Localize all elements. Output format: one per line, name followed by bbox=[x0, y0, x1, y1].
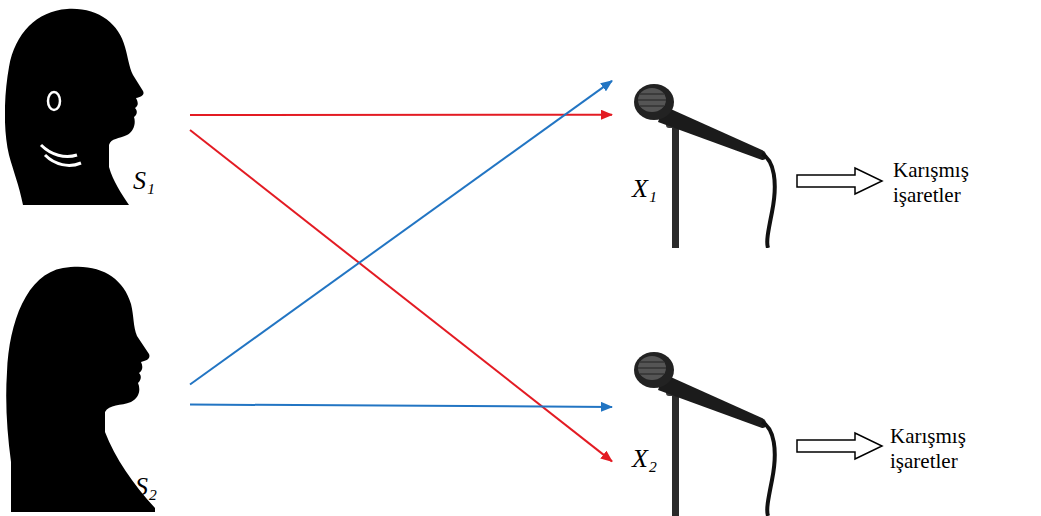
signal-path bbox=[190, 130, 612, 461]
speaker-source: S₂ bbox=[5, 262, 190, 512]
signal-name: S₁ bbox=[133, 168, 155, 194]
signal-path bbox=[190, 81, 612, 385]
microphone: X₂ bbox=[612, 340, 782, 516]
signal-path bbox=[190, 405, 612, 407]
output-label: Karışmış işaretler bbox=[890, 424, 1015, 474]
microphone-icon bbox=[612, 340, 782, 516]
woman-silhouette bbox=[5, 5, 155, 205]
signal-name: X₁ bbox=[632, 176, 657, 202]
microphone: X₁ bbox=[612, 72, 782, 250]
microphone-icon bbox=[612, 72, 782, 248]
speaker-source: S₁ bbox=[5, 5, 190, 205]
signal-path bbox=[190, 114, 612, 116]
signal-name: S₂ bbox=[135, 474, 157, 500]
hollow-arrow bbox=[797, 433, 882, 459]
output-label: Karışmış işaretler bbox=[893, 158, 1018, 208]
signal-name: X₂ bbox=[632, 446, 657, 472]
hollow-arrow bbox=[797, 168, 882, 194]
